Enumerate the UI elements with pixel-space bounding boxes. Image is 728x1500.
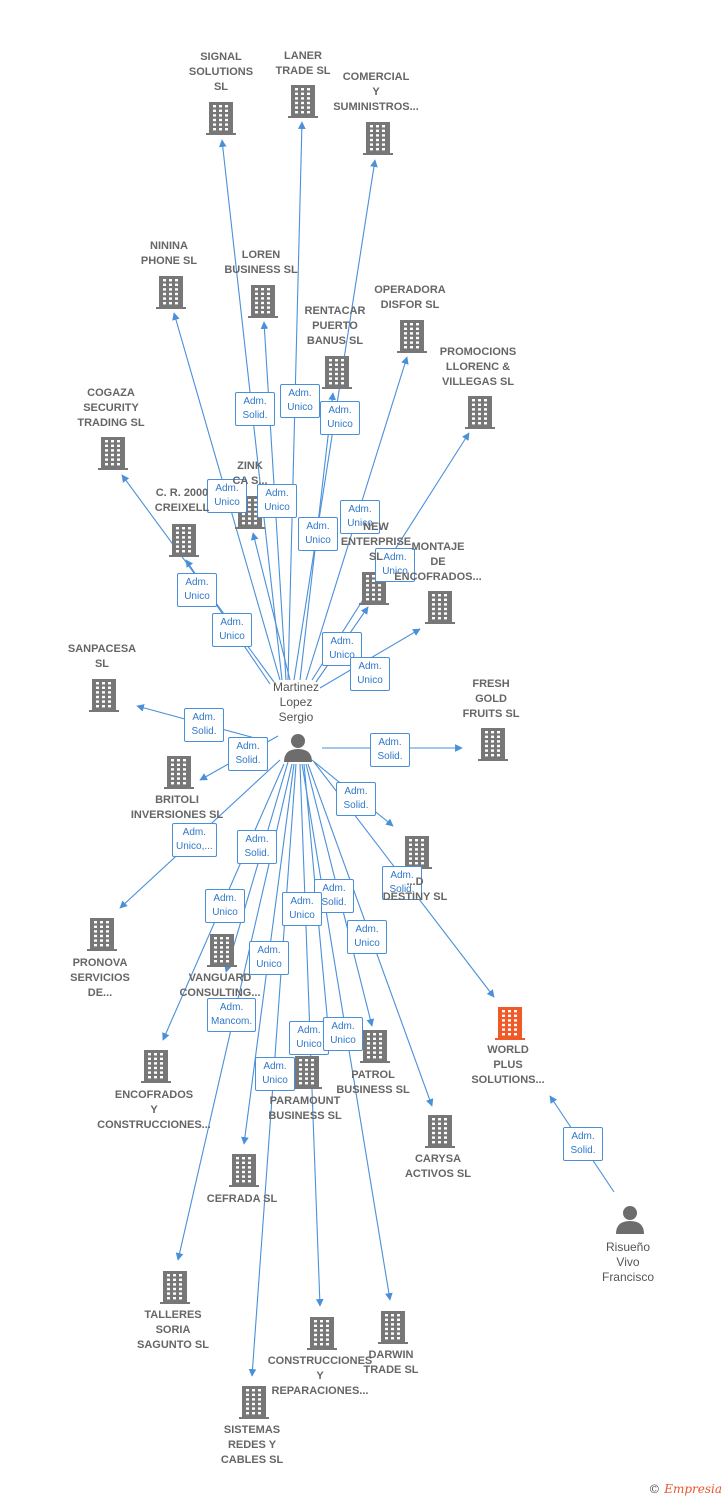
company-label[interactable]: FRESH GOLD FRUITS SL xyxy=(462,678,520,720)
role-badge[interactable]: Adm. Unico xyxy=(282,892,322,926)
role-badge[interactable]: Adm. Solid. xyxy=(228,737,268,771)
company-label[interactable]: ZINK CA S... xyxy=(232,460,268,487)
building-icon[interactable] xyxy=(397,320,427,353)
role-badge[interactable]: Adm. Unico xyxy=(207,479,247,513)
role-badge[interactable]: Adm. Solid. xyxy=(237,830,277,864)
role-badge[interactable]: Adm. Unico xyxy=(249,941,289,975)
role-badge[interactable]: Adm. Solid. xyxy=(563,1127,603,1161)
role-badge[interactable]: Adm. Unico,... xyxy=(172,823,217,857)
building-icon[interactable] xyxy=(207,934,237,967)
building-icon[interactable] xyxy=(360,1030,390,1063)
company-label[interactable]: LANER TRADE SL xyxy=(275,50,331,77)
role-badge[interactable]: Adm. Unico xyxy=(350,657,390,691)
role-badge[interactable]: Adm. Unico xyxy=(340,500,380,534)
building-icon[interactable] xyxy=(292,1056,322,1089)
role-badge[interactable]: Adm. Solid. xyxy=(382,866,422,900)
company-label[interactable]: CARYSA ACTIVOS SL xyxy=(404,1153,471,1180)
role-badge[interactable]: Adm. Unico xyxy=(375,548,415,582)
edge-p1-c19 xyxy=(224,761,289,973)
building-icon[interactable] xyxy=(248,285,278,318)
company-label[interactable]: VANGUARD CONSULTING... xyxy=(179,972,261,999)
company-label[interactable]: COMERCIAL Y SUMINISTROS... xyxy=(333,71,419,113)
copyright-symbol: © xyxy=(648,1482,661,1496)
building-icon[interactable] xyxy=(239,1386,269,1419)
company-label[interactable]: SANPACESA SL xyxy=(67,643,137,670)
company-label[interactable]: LOREN BUSINESS SL xyxy=(224,249,298,276)
company-label[interactable]: MONTAJE DE ENCOFRADOS... xyxy=(394,541,482,583)
company-label[interactable]: SIGNAL SOLUTIONS SL xyxy=(188,51,254,93)
person-icon[interactable] xyxy=(616,1206,644,1234)
building-icon[interactable] xyxy=(307,1317,337,1350)
company-label[interactable]: RENTACAR PUERTO BANUS SL xyxy=(304,305,366,347)
company-label[interactable]: CEFRADA SL xyxy=(206,1193,278,1205)
building-icon[interactable] xyxy=(164,756,194,789)
company-label[interactable]: PARAMOUNT BUSINESS SL xyxy=(268,1095,342,1122)
company-label[interactable]: NININA PHONE SL xyxy=(140,240,198,267)
company-label[interactable]: PROMOCIONS LLORENC & VILLEGAS SL xyxy=(439,346,517,388)
role-badge[interactable]: Adm. Solid. xyxy=(370,733,410,767)
role-badge[interactable]: Adm. Unico xyxy=(257,484,297,518)
building-icon[interactable] xyxy=(141,1050,171,1083)
company-label[interactable]: COGAZA SECURITY TRADING SL xyxy=(77,387,145,429)
role-badge[interactable]: Adm. Unico xyxy=(212,613,252,647)
role-badge[interactable]: Adm. Solid. xyxy=(336,782,376,816)
role-badge[interactable]: Adm. Unico xyxy=(255,1057,295,1091)
company-label[interactable]: ENCOFRADOS Y CONSTRUCCIONES... xyxy=(97,1089,211,1131)
building-icon[interactable] xyxy=(169,524,199,557)
role-badge[interactable]: Adm. Unico xyxy=(298,517,338,551)
company-label[interactable]: NEW ENTERPRISE SL xyxy=(340,521,412,563)
company-label[interactable]: BRITOLI INVERSIONES SL xyxy=(130,794,224,821)
company-label[interactable]: SISTEMAS REDES Y CABLES SL xyxy=(220,1424,284,1466)
company-label[interactable]: C. R. 2000 CREIXELL xyxy=(154,487,210,514)
company-label[interactable]: CONSTRUCCIONES Y REPARACIONES... xyxy=(267,1355,373,1397)
edge-p1-c10 xyxy=(250,532,291,681)
building-icon[interactable] xyxy=(156,276,186,309)
building-icon[interactable] xyxy=(478,728,508,761)
person-icon[interactable] xyxy=(284,734,312,762)
building-icon[interactable] xyxy=(322,356,352,389)
role-badge[interactable]: Adm. Unico xyxy=(205,889,245,923)
building-icon[interactable] xyxy=(87,918,117,951)
building-icon[interactable] xyxy=(402,836,432,869)
role-badge[interactable]: Adm. Solid. xyxy=(184,708,224,742)
person-label[interactable]: Martinez Lopez Sergio xyxy=(272,680,319,724)
building-icon[interactable] xyxy=(206,102,236,135)
building-icon[interactable] xyxy=(425,591,455,624)
company-label[interactable]: PATROL BUSINESS SL xyxy=(336,1069,410,1096)
company-label[interactable]: WORLD PLUS SOLUTIONS... xyxy=(471,1044,545,1086)
role-badge[interactable]: Adm. Unico xyxy=(323,1017,363,1051)
company-label[interactable]: DARWIN TRADE SL xyxy=(363,1349,419,1376)
brand-name: Empresia xyxy=(664,1482,722,1496)
role-badge[interactable]: Adm. Mancom. xyxy=(207,998,257,1032)
building-icon[interactable] xyxy=(229,1154,259,1187)
building-icon[interactable] xyxy=(98,437,128,470)
role-badge[interactable]: Adm. Solid. xyxy=(235,392,275,426)
building-icon[interactable] xyxy=(288,85,318,118)
company-label[interactable]: ...D DESTINY SL xyxy=(382,876,448,903)
building-icon[interactable] xyxy=(89,679,119,712)
company-label[interactable]: OPERADORA DISFOR SL xyxy=(374,284,446,311)
building-icon[interactable] xyxy=(160,1271,190,1304)
role-badge[interactable]: Adm. Unico xyxy=(280,384,320,418)
building-icon[interactable] xyxy=(425,1115,455,1148)
role-badge[interactable]: Adm. Unico xyxy=(320,401,360,435)
copyright-watermark: © Empresia xyxy=(648,1482,722,1496)
building-icon[interactable] xyxy=(465,396,495,429)
role-badge[interactable]: Adm. Unico xyxy=(347,920,387,954)
person-label[interactable]: Risueño Vivo Francisco xyxy=(601,1240,654,1284)
building-icon[interactable] xyxy=(378,1311,408,1344)
role-badge[interactable]: Adm. Unico xyxy=(177,573,217,607)
company-label[interactable]: TALLERES SORIA SAGUNTO SL xyxy=(137,1309,209,1351)
building-icon[interactable] xyxy=(495,1007,525,1040)
company-label[interactable]: PRONOVA SERVICIOS DE... xyxy=(70,957,130,999)
building-icon[interactable] xyxy=(363,122,393,155)
